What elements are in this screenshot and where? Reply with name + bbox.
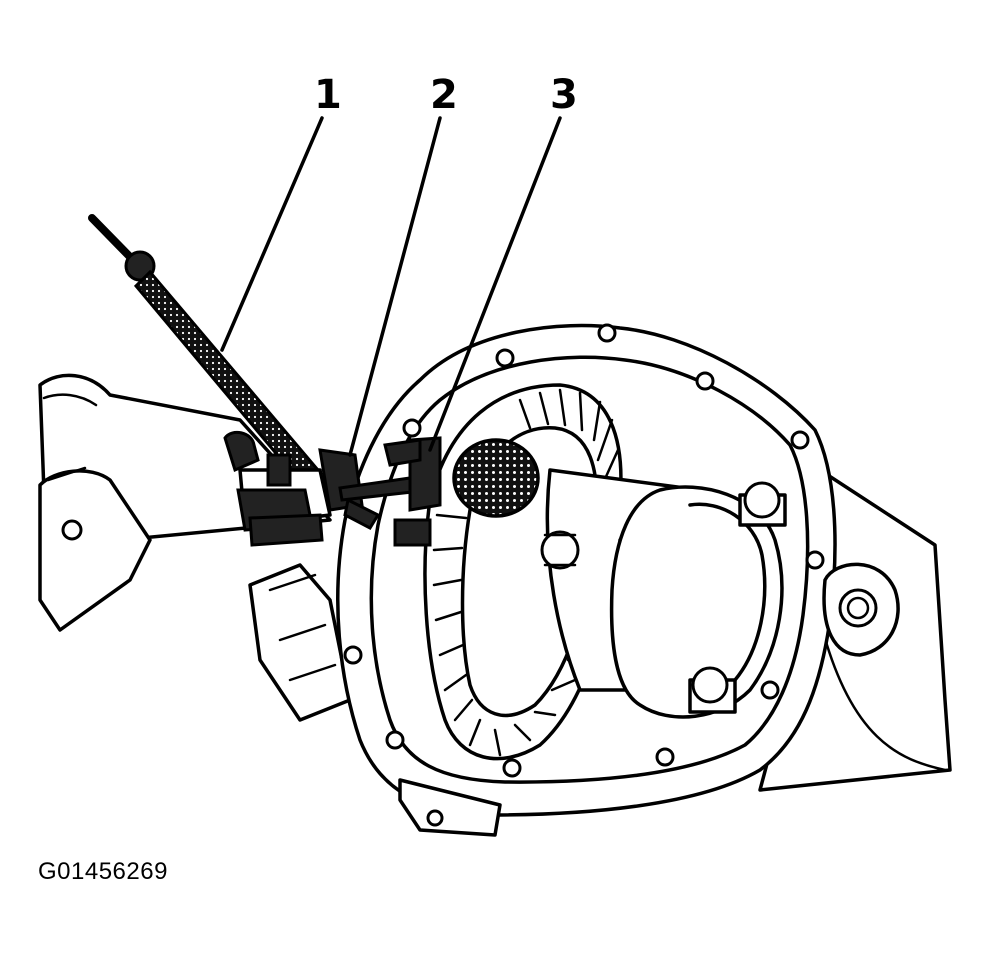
differential-case [540,468,787,719]
callout-label-1: 1 [314,72,342,118]
callout-leaders [220,116,562,457]
leader-1 [220,116,324,352]
leader-3 [428,116,562,452]
dial-indicator-tool [88,214,540,547]
callout-labels: 1 2 3 [314,72,578,118]
callout-label-2: 2 [430,72,458,118]
leader-2 [348,116,442,457]
figure-id: G01456269 [38,858,168,885]
callout-label-3: 3 [550,72,578,118]
